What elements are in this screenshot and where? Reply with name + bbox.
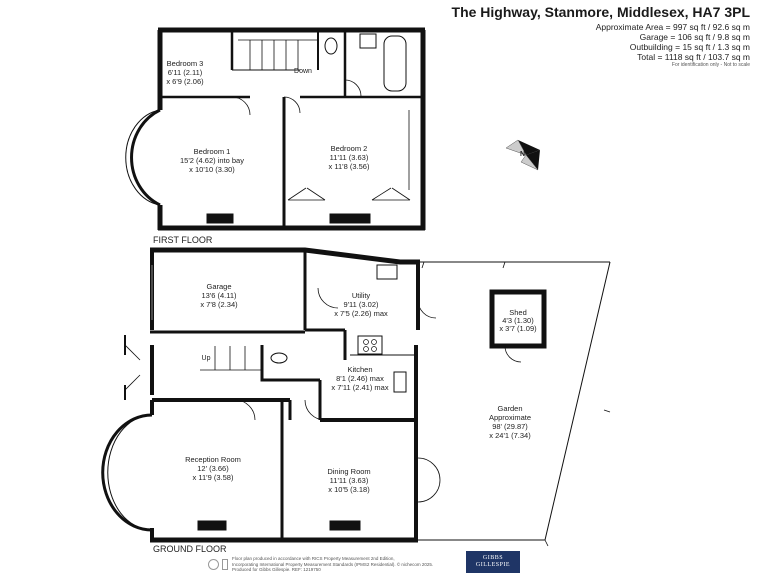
shed-name: Shed bbox=[509, 308, 527, 317]
dining-name: Dining Room bbox=[327, 467, 370, 476]
bedroom1-name: Bedroom 1 bbox=[194, 147, 231, 156]
logo-line1: GIBBS bbox=[482, 555, 504, 561]
stairs-down-label: Down bbox=[294, 68, 312, 75]
room-shed: Shed 4'3 (1.30) x 3'7 (1.09) bbox=[499, 308, 537, 333]
room-bedroom3: Bedroom 3 6'11 (2.11) x 6'9 (2.06) bbox=[166, 59, 204, 86]
footer-line1: Floor plan produced in accordance with R… bbox=[232, 556, 395, 561]
identification-note: For identification only - Not to scale bbox=[671, 62, 750, 68]
dining-dim1: 11'11 (3.63) bbox=[330, 476, 369, 485]
bedroom2-dim1: 11'11 (3.63) bbox=[330, 153, 369, 162]
ground-floor-label: GROUND FLOOR bbox=[153, 544, 227, 554]
bedroom3-dim2: x 6'9 (2.06) bbox=[166, 77, 204, 86]
rics-seal-icon bbox=[208, 559, 219, 570]
garage-dim2: x 7'8 (2.34) bbox=[200, 300, 238, 309]
property-title: The Highway, Stanmore, Middlesex, HA7 3P… bbox=[451, 4, 750, 20]
reception-dim2: x 11'9 (3.58) bbox=[193, 473, 234, 482]
garage-dim1: 13'6 (4.11) bbox=[201, 291, 237, 300]
ipms-badge-icon bbox=[222, 559, 228, 570]
garden-sub: Approximate bbox=[489, 413, 531, 422]
room-kitchen: Kitchen 8'1 (2.46) max x 7'11 (2.41) max bbox=[331, 365, 388, 392]
bedroom2-name: Bedroom 2 bbox=[331, 144, 368, 153]
utility-dim1: 9'11 (3.02) bbox=[343, 300, 379, 309]
reception-name: Reception Room bbox=[185, 455, 241, 464]
bedroom3-dim1: 6'11 (2.11) bbox=[168, 68, 203, 77]
garden-dim2: x 24'1 (7.34) bbox=[489, 431, 531, 440]
room-bedroom2: Bedroom 2 11'11 (3.63) x 11'8 (3.56) bbox=[329, 144, 370, 171]
footer-line3: Produced for Gibbs Gillespie. REF: 12197… bbox=[232, 567, 321, 572]
room-reception: Reception Room 12' (3.66) x 11'9 (3.58) bbox=[185, 455, 241, 482]
area-summary: Approximate Area = 997 sq ft / 92.6 sq m… bbox=[470, 22, 750, 69]
shed-dim2: x 3'7 (1.09) bbox=[499, 324, 537, 333]
room-dining: Dining Room 11'11 (3.63) x 10'5 (3.18) bbox=[327, 467, 370, 494]
logo-line2: GILLESPIE bbox=[475, 562, 511, 568]
kitchen-dim2: x 7'11 (2.41) max bbox=[331, 383, 388, 392]
room-utility: Utility 9'11 (3.02) x 7'5 (2.26) max bbox=[334, 291, 388, 318]
garden-dim1: 98' (29.87) bbox=[492, 422, 528, 431]
room-bedroom1: Bedroom 1 15'2 (4.62) into bay x 10'10 (… bbox=[180, 147, 244, 174]
approx-area: Approximate Area = 997 sq ft / 92.6 sq m bbox=[595, 22, 750, 32]
compass-north-label: N bbox=[520, 151, 525, 158]
bedroom3-name: Bedroom 3 bbox=[167, 59, 204, 68]
bedroom1-dim1: 15'2 (4.62) into bay bbox=[180, 156, 244, 165]
kitchen-dim1: 8'1 (2.46) max bbox=[336, 374, 384, 383]
garden-name: Garden bbox=[497, 404, 522, 413]
utility-dim2: x 7'5 (2.26) max bbox=[334, 309, 388, 318]
footer-line2: Incorporating International Property Mea… bbox=[232, 561, 434, 567]
utility-name: Utility bbox=[352, 291, 371, 300]
reception-dim1: 12' (3.66) bbox=[197, 464, 229, 473]
compass-icon: N bbox=[505, 139, 540, 171]
total-area: Total = 1118 sq ft / 103.7 sq m bbox=[637, 52, 750, 62]
room-garden: Garden Approximate 98' (29.87) x 24'1 (7… bbox=[489, 404, 531, 440]
footer-disclaimer: Floor plan produced in accordance with R… bbox=[232, 556, 462, 573]
stairs-up-label: Up bbox=[202, 355, 211, 362]
garage-area: Garage = 106 sq ft / 9.8 sq m bbox=[639, 32, 750, 42]
first-floor-label: FIRST FLOOR bbox=[153, 235, 213, 245]
dining-dim2: x 10'5 (3.18) bbox=[328, 485, 370, 494]
shed-dim1: 4'3 (1.30) bbox=[502, 316, 534, 325]
room-garage: Garage 13'6 (4.11) x 7'8 (2.34) bbox=[200, 282, 238, 309]
agent-logo: GIBBS GILLESPIE bbox=[466, 551, 520, 573]
bedroom2-dim2: x 11'8 (3.56) bbox=[329, 162, 370, 171]
kitchen-name: Kitchen bbox=[347, 365, 372, 374]
garage-name: Garage bbox=[206, 282, 231, 291]
ground-floor-plan bbox=[101, 247, 611, 547]
first-floor-plan bbox=[125, 27, 426, 231]
bedroom1-dim2: x 10'10 (3.30) bbox=[189, 165, 235, 174]
outbuilding-area: Outbuilding = 15 sq ft / 1.3 sq m bbox=[629, 42, 750, 52]
